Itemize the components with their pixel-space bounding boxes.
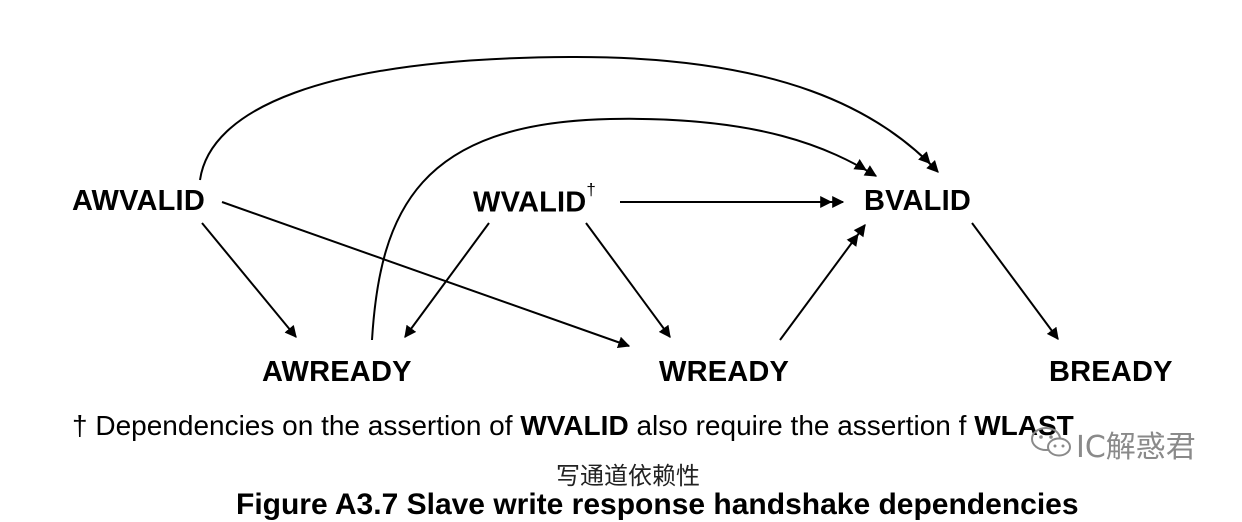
watermark-text: IC解惑君 [1076, 430, 1196, 465]
dependency-arrows [199, 55, 1059, 349]
watermark: IC解惑君 [1030, 424, 1196, 465]
node-bready: BREADY [1049, 358, 1173, 387]
node-wready: WREADY [659, 358, 789, 387]
footnote-bold-2: WLAST [974, 410, 1074, 441]
node-awvalid-label: AWVALID [72, 185, 205, 217]
edge-wvalid-awready [404, 222, 490, 338]
node-bready-label: BREADY [1049, 356, 1173, 388]
node-wready-label: WREADY [659, 356, 790, 388]
edge-awvalid-awready [201, 222, 297, 338]
footnote-text-3: f [958, 410, 967, 441]
edge-bvalid-bready [971, 222, 1059, 340]
figure-subtitle: 写通道依赖性 [556, 462, 700, 490]
node-awvalid: AWVALID [72, 187, 205, 216]
edge-wvalid-wready [585, 222, 671, 338]
footnote-text-1: Dependencies on the assertion of [95, 410, 513, 441]
footnote-text-2: also require the assertion [636, 410, 951, 441]
footnote-bold-1: WVALID [520, 410, 629, 441]
edge-awvalid-bvalid [199, 55, 939, 181]
edge-wready-bvalid [779, 224, 866, 341]
node-wvalid-dagger: † [586, 180, 597, 199]
node-awready: AWREADY [262, 358, 412, 387]
edge-awready-bvalid [371, 117, 878, 341]
footnote: † Dependencies on the assertion of WVALI… [72, 410, 1074, 442]
node-bvalid-label: BVALID [864, 185, 971, 217]
wechat-icon [1030, 424, 1072, 465]
node-wvalid-label: WVALID [473, 186, 587, 219]
node-wvalid: WVALID† [473, 181, 596, 219]
figure-caption: Figure A3.7 Slave write response handsha… [236, 488, 1079, 521]
node-bvalid: BVALID [864, 187, 971, 216]
node-awready-label: AWREADY [262, 356, 412, 388]
footnote-mark: † [72, 410, 88, 441]
edge-awvalid-wready [221, 201, 631, 349]
